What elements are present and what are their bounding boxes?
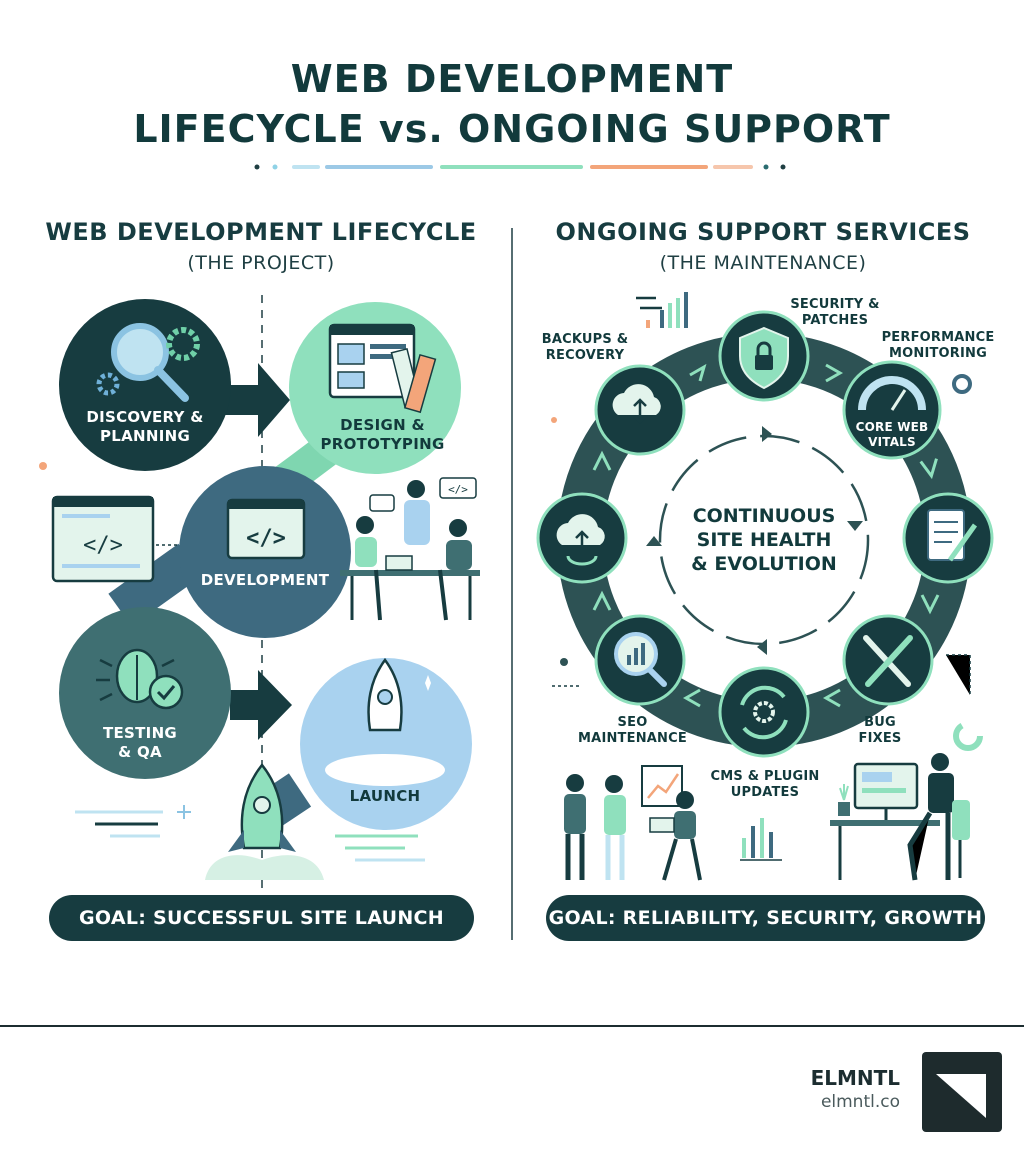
mini-chart-top xyxy=(636,292,688,328)
stage-discovery-label: DISCOVERY &PLANNING xyxy=(86,408,204,445)
stage-design-label: DESIGN &PROTOTYPING xyxy=(320,416,445,453)
stage-design-circle xyxy=(289,302,461,474)
code-window-illustration: </> xyxy=(51,495,180,583)
backups-recovery-label: BACKUPS &RECOVERY xyxy=(541,332,629,363)
stage-development-label: DEVELOPMENT xyxy=(200,571,330,589)
lifecycle-subheading: (THE PROJECT) xyxy=(187,252,335,274)
node-cms-updates xyxy=(718,666,810,758)
stage-discovery-circle xyxy=(59,299,231,471)
brand-logo-icon xyxy=(922,1052,1002,1132)
svg-text:</>: </> xyxy=(83,533,123,558)
rocket-illustration xyxy=(205,762,324,880)
lifecycle-heading: WEB DEVELOPMENT LIFECYCLE xyxy=(45,218,477,246)
node-cloud xyxy=(594,364,686,456)
svg-text:</>: </> xyxy=(246,526,286,551)
team-illustration-left: </> xyxy=(340,477,480,621)
decor-lines-left xyxy=(75,805,425,862)
stage-development-circle: </> xyxy=(179,466,351,638)
lifecycle-goal-pill: GOAL: SUCCESSFUL SITE LAUNCH xyxy=(49,895,474,941)
title-divider xyxy=(254,164,786,170)
page-title-line-2: LIFECYCLE vs. ONGOING SUPPORT xyxy=(133,107,891,151)
security-patches-label: SECURITY &PATCHES xyxy=(790,297,880,328)
node-backups xyxy=(536,492,628,584)
team-illustration-right xyxy=(564,753,970,881)
stage-testing-circle xyxy=(59,607,231,779)
node-core-web-vitals xyxy=(842,360,942,460)
node-seo xyxy=(594,614,686,706)
page-title-line-1: WEB DEVELOPMENT xyxy=(290,57,734,101)
stage-launch-label: LAUNCH xyxy=(349,787,421,805)
brand-url[interactable]: elmntl.co xyxy=(820,1092,900,1112)
brand-name: ELMNTL xyxy=(810,1066,900,1090)
support-heading: ONGOING SUPPORT SERVICES xyxy=(555,218,971,246)
node-document xyxy=(902,492,994,584)
node-security xyxy=(718,310,810,402)
stage-launch-circle xyxy=(300,657,472,830)
ring-center-text: CONTINUOUS SITE HEALTH & EVOLUTION xyxy=(691,505,837,575)
node-bug-fixes xyxy=(842,614,934,706)
support-goal-pill: GOAL: RELIABILITY, SECURITY, GROWTH xyxy=(546,895,985,941)
stage-testing-label: TESTING& QA xyxy=(102,724,178,761)
svg-text:</>: </> xyxy=(448,483,468,496)
support-subheading: (THE MAINTENANCE) xyxy=(659,252,867,274)
